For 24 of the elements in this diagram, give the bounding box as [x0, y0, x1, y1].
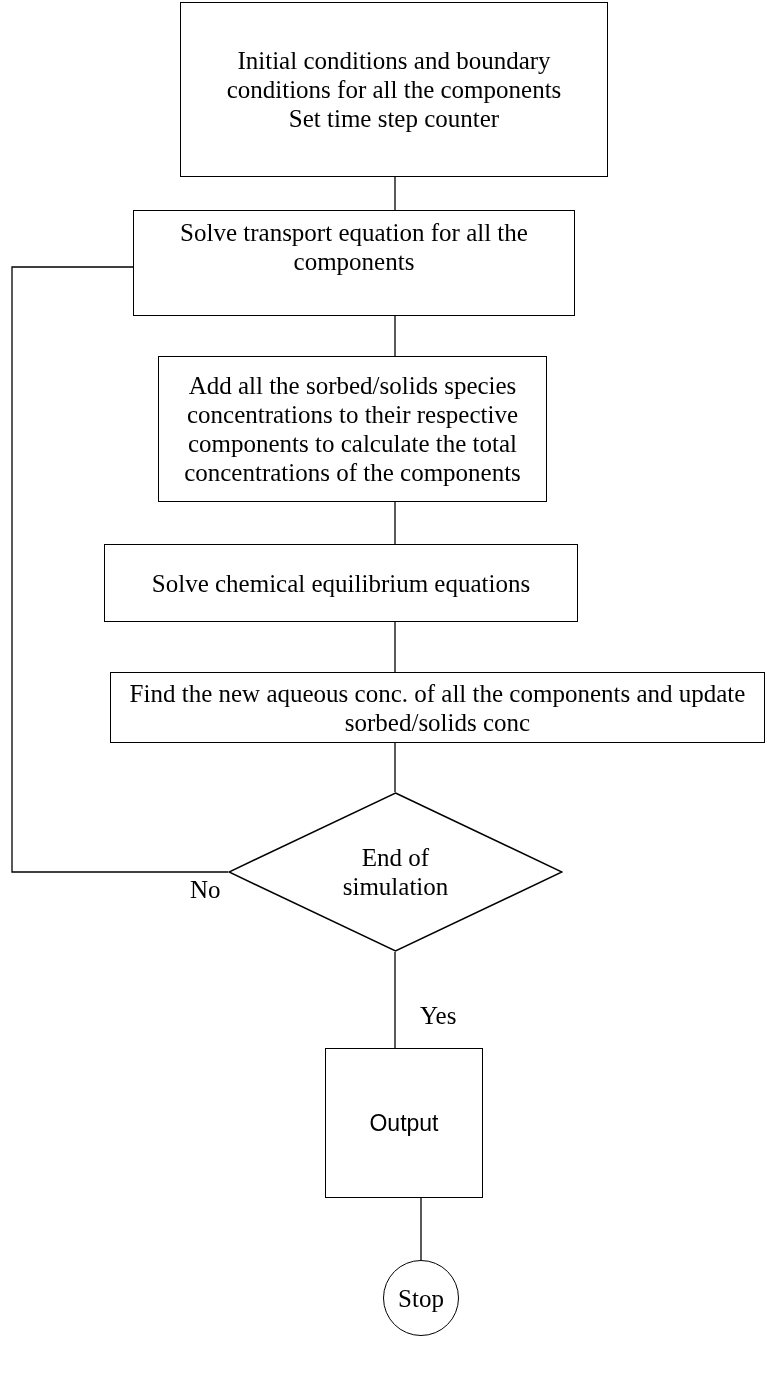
process-box: [133, 210, 575, 316]
process-box: [110, 672, 765, 743]
process-box: [180, 2, 608, 177]
connector-line: [394, 176, 396, 211]
process-box: [104, 544, 578, 622]
node-text: Output: [369, 1108, 439, 1138]
node-text: Find the new aqueous conc. of all the components and update sorbed/solids conc: [128, 678, 747, 737]
process-box: [158, 356, 547, 502]
connector-line: [394, 742, 396, 793]
node-text: Solve chemical equilibrium equations: [151, 568, 531, 598]
connector-line: [394, 621, 396, 673]
process-box: [325, 1048, 483, 1198]
node-text: Add all the sorbed/solids species concentrations to their respective components to calculate the total concentrations of the components: [183, 371, 522, 487]
connector-line: [420, 1197, 422, 1261]
node-text: Solve transport equation for all the components: [179, 218, 529, 276]
connector-line: [394, 501, 396, 545]
decision-diamond: [228, 792, 563, 952]
node-text: Set time step counter: [288, 104, 500, 133]
node-text: Stop: [398, 1283, 444, 1313]
node-text: Initial conditions and boundary conditions for all the components: [225, 46, 563, 104]
connector-line: [394, 951, 396, 1049]
node-text: End of simulation: [341, 843, 450, 901]
connector-line: [394, 315, 396, 357]
connector-line: [11, 266, 229, 873]
